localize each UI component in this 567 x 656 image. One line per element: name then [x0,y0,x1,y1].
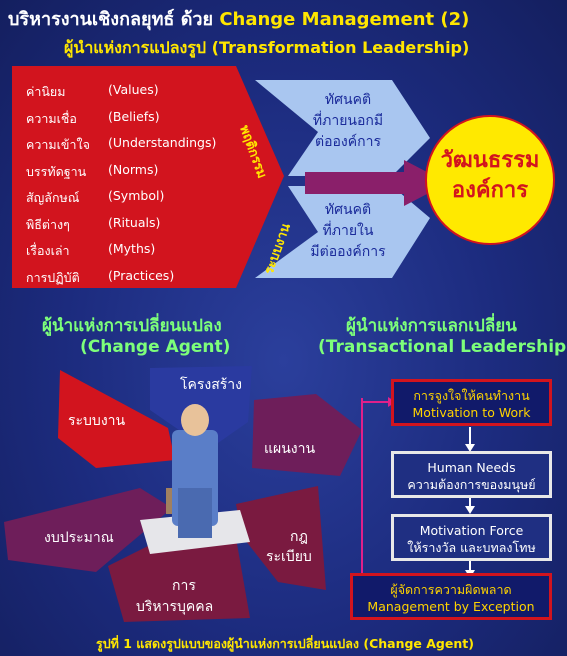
change-agent-heading-english: (Change Agent) [80,337,231,357]
wedge-rules [236,486,326,590]
attitude-bottom-chevron [255,186,430,278]
box-line: การจูงใจให้คนทำงาน [413,388,530,403]
culture-element-thai: บรรทัดฐาน [26,163,87,179]
culture-element-english: (Understandings) [108,135,217,150]
wedge-label-rules-2: ระเบียบ [266,549,312,565]
box-line: Motivation to Work [412,405,531,420]
page-subtitle: ผู้นำแห่งการแปลงรูป (Transformation Lead… [64,38,470,57]
culture-circle [425,115,555,245]
down-arrow-head-1 [465,444,475,452]
figure-head [181,404,209,436]
down-arrow-head-2 [465,506,475,514]
attitude-top-chevron [255,80,430,176]
wedge-plan [252,394,362,476]
upper-shapes [12,66,555,288]
transactional-heading-thai: ผู้นำแห่งการแลกเปลี่ยน [346,316,517,336]
wedge-label-rules-1: กฎ [290,529,308,545]
culture-element-thai: ค่านิยม [26,84,66,99]
culture-element-english: (Practices) [108,267,175,283]
title-thai: บริหารงานเชิงกลยุทธ์ ด้วย [8,9,214,30]
box-line: ความต้องการของมนุษย์ [407,477,536,492]
attitude-bottom-line: ที่ภายใน [322,223,374,239]
culture-element-thai: เรื่องเล่า [26,243,70,258]
culture-element-english: (Beliefs) [108,108,160,124]
culture-element-thai: การปฏิบัติ [26,269,80,285]
culture-element-english: (Norms) [108,161,159,177]
box-line: ให้รางวัล และบทลงโทษ [407,540,536,555]
attitude-top-line: ต่อองค์การ [315,134,381,150]
wedge-label-system: ระบบงาน [68,413,126,429]
culture-element-thai: พิธีต่างๆ [26,216,70,232]
lower-shapes [4,366,475,622]
wedge-hr [108,530,250,622]
figure-caption: รูปที่ 1 แสดงรูปแบบของผู้นำแห่งการเปลี่ย… [96,636,474,651]
culture-element-thai: ความเข้าใจ [26,137,90,152]
box-line: ผู้จัดการความผิดพลาด [390,582,512,597]
culture-element-english: (Symbol) [108,188,165,203]
culture-element-english: (Values) [108,82,159,97]
box-motivation-force: Motivation Force ให้รางวัล และบทลงโทษ [391,514,552,561]
box-motivation-to-work: การจูงใจให้คนทำงาน Motivation to Work [391,379,552,426]
attitude-top-line: ทัศนคติ [324,92,372,108]
box-line: Human Needs [427,460,516,475]
figure-legs [178,488,212,538]
figure-briefcase [166,488,172,514]
wedge-system [58,370,175,468]
transactional-heading-english: (Transactional Leadership) [318,337,567,357]
page-title: บริหารงานเชิงกลยุทธ์ ด้วย Change Managem… [8,4,469,33]
wedge-label-plan: แผนงาน [264,441,316,457]
box-line: Motivation Force [419,523,524,538]
culture-circle-line: องค์การ [451,178,529,203]
culture-element-english: (Rituals) [108,214,161,230]
culture-circle-text: วัฒนธรรม องค์การ [426,146,554,206]
title-english: Change Management (2) [219,9,470,30]
culture-element-thai: ความเชื่อ [26,110,77,126]
box-human-needs: Human Needs ความต้องการของมนุษย์ [391,451,552,498]
attitude-bottom-text: ทัศนคติ ที่ภายใน มีต่อองค์การ [298,200,398,263]
culture-elements-arrow [12,66,284,288]
culture-element-thai: สัญลักษณ์ [26,190,80,205]
attitude-top-line: ที่ภายนอกมี [312,113,384,129]
culture-element-english: (Myths) [108,241,156,256]
attitude-bottom-line: ทัศนคติ [324,202,372,218]
change-agent-heading-thai: ผู้นำแห่งการเปลี่ยนแปลง [42,316,222,336]
culture-circle-line: วัฒนธรรม [440,148,540,173]
wedge-label-structure: โครงสร้าง [180,377,243,393]
wedge-label-hr-1: การ [172,578,196,594]
wedge-label-hr-2: บริหารบุคคล [136,599,214,615]
wedge-budget [4,488,172,572]
box-management-by-exception: ผู้จัดการความผิดพลาด Management by Excep… [350,573,552,620]
attitude-top-text: ทัศนคติ ที่ภายนอกมี ต่อองค์การ [298,90,398,153]
culture-purple-arrow [305,160,448,206]
attitude-bottom-line: มีต่อองค์การ [310,244,386,260]
wedge-label-budget: งบประมาณ [44,530,114,546]
box-line: Management by Exception [367,599,535,614]
